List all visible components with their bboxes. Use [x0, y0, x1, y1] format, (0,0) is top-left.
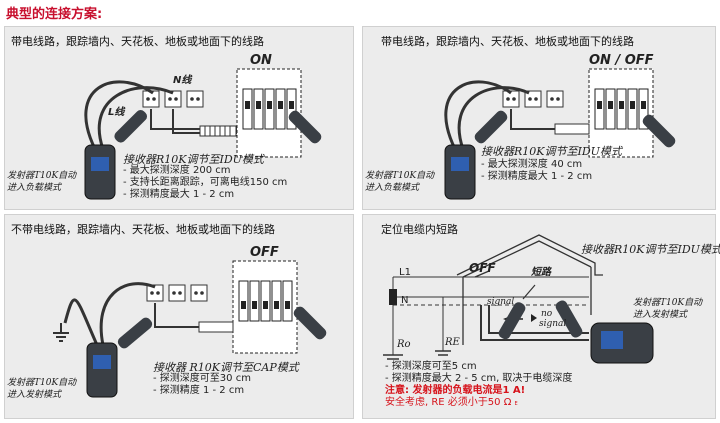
transmitter-note-line1: 发射器T10K自动 [7, 378, 77, 388]
receiver-mode-label: 接收器R10K调节至IDU模式 [581, 243, 720, 256]
panel-title: 带电线路，跟踪墙内、天花板、地板或地面下的线路 [381, 35, 634, 48]
bullet-item: - 探测精度最大 1 - 2 cm [123, 189, 235, 200]
wiring-diagram-1 [84, 68, 322, 200]
no-signal-line1: no [541, 309, 553, 319]
bullet-item: - 最大探测深度 40 cm [481, 159, 583, 170]
receiver-mode-label: 接收器R10K调节至IDU模式 [481, 145, 622, 158]
transmitter-note-line2: 进入负载模式 [365, 183, 420, 193]
panel-live-line-tracing-1: 带电线路，跟踪墙内、天花板、地板或地面下的线路 ON N线 L线 接收器 [4, 26, 354, 210]
short-label: 短路 [531, 267, 551, 278]
short-circuit-diagram [383, 234, 654, 364]
bullet-item: - 探测精度 1 - 2 cm [153, 385, 245, 396]
state-off-label: OFF [469, 261, 496, 275]
bullet-item: - 探测深度可至5 cm [385, 361, 477, 372]
panel-title: 定位电缆内短路 [381, 223, 458, 236]
n-label: N [401, 295, 409, 306]
warning-load-current: 注意: 发射器的负载电流是1 A! [385, 385, 526, 396]
l1-label: L1 [399, 267, 411, 278]
tiny-mark: E [514, 401, 518, 407]
wire-n-label: N线 [173, 75, 192, 86]
signal-label: signal [487, 297, 515, 307]
transmitter-note-line1: 发射器T10K自动 [633, 298, 703, 308]
transmitter-note-line2: 进入发射模式 [7, 390, 62, 400]
bullet-item: - 支持长距离跟踪，可离电线150 cm [123, 177, 288, 188]
bullet-item: - 探测精度最大 2 - 5 cm, 取决于电缆深度 [385, 373, 573, 384]
spec-bullets: - 最大探测深度 200 cm - 支持长距离跟踪，可离电线150 cm - 探… [123, 165, 287, 201]
warning-re-resistance: 安全考虑, RE 必须小于50 Ω E [385, 397, 572, 410]
wire-l-label: L线 [108, 107, 125, 118]
transmitter-note-line2: 进入发射模式 [633, 310, 688, 320]
wiring-diagram-2 [444, 68, 676, 200]
no-signal-line2: signal [539, 319, 567, 329]
receiver-mode-label: 接收器 R10K调节至CAP模式 [153, 361, 299, 374]
wiring-diagram-3 [53, 260, 327, 398]
receiver-mode-label: 接收器R10K调节至IDU模式 [123, 153, 264, 166]
panel-title: 带电线路，跟踪墙内、天花板、地板或地面下的线路 [11, 35, 264, 48]
state-on-off-label: ON / OFF [589, 53, 654, 68]
page-heading: 典型的连接方案: [6, 7, 103, 22]
re-label: RE [445, 337, 460, 348]
bullet-item: - 探测精度最大 1 - 2 cm [481, 171, 593, 182]
transmitter-note-line1: 发射器T10K自动 [7, 171, 77, 181]
warning-re-text: 安全考虑, RE 必须小于50 Ω [385, 397, 512, 408]
state-off-label: OFF [250, 245, 279, 260]
bullet-item: - 最大探测深度 200 cm [123, 165, 231, 176]
spec-bullets: - 探测深度可至5 cm - 探测精度最大 2 - 5 cm, 取决于电缆深度 … [385, 361, 572, 410]
spec-bullets: - 探测深度可至30 cm - 探测精度 1 - 2 cm [153, 373, 251, 397]
transmitter-note-line1: 发射器T10K自动 [365, 171, 435, 181]
panel-short-circuit-location: 定位电缆内短路 接收器R10K调节至IDU模式 [362, 214, 720, 419]
state-on-label: ON [250, 53, 272, 68]
bullet-item: - 探测深度可至30 cm [153, 373, 251, 384]
panel-title: 不带电线路，跟踪墙内、天花板、地板或地面下的线路 [11, 223, 275, 236]
ro-label: Ro [397, 339, 411, 350]
panel-live-line-tracing-2: 带电线路，跟踪墙内、天花板、地板或地面下的线路 ON / OFF 接收器R10K… [362, 26, 716, 210]
spec-bullets: - 最大探测深度 40 cm - 探测精度最大 1 - 2 cm [481, 159, 592, 183]
transmitter-note-line2: 进入负载模式 [7, 183, 62, 193]
panel-dead-line-tracing: 不带电线路，跟踪墙内、天花板、地板或地面下的线路 OFF 接收器 R10K调节至… [4, 214, 354, 419]
